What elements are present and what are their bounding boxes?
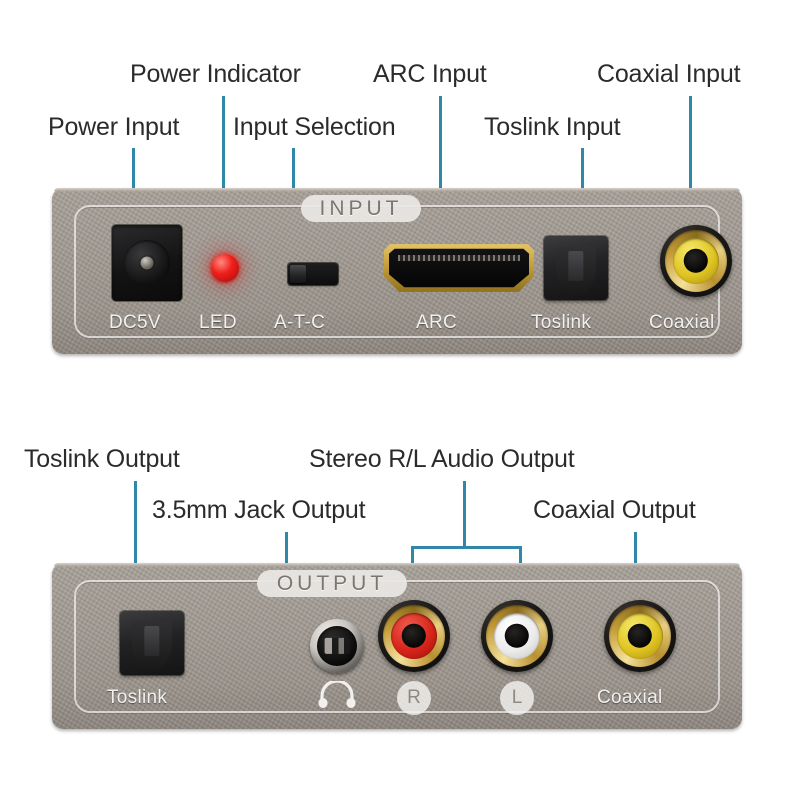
output-badge: OUTPUT: [257, 570, 407, 597]
rca-center-hole: [627, 623, 653, 649]
caption-atc: A-T-C: [274, 312, 326, 333]
leader-toslink-output: [134, 481, 137, 634]
callout-arc-input: ARC Input: [373, 60, 487, 88]
rca-center-hole: [504, 623, 530, 649]
input-panel-chassis: INPUT DC5V LED A-T-C ARC Toslink: [52, 188, 742, 360]
toslink-slot: [144, 626, 160, 656]
dc-center-pin: [140, 256, 154, 270]
caption-toslink-input: Toslink: [531, 312, 592, 333]
callout-coaxial-input: Coaxial Input: [597, 60, 741, 88]
callout-toslink-output: Toslink Output: [24, 445, 180, 473]
caption-led: LED: [199, 312, 237, 333]
rca-center-hole: [683, 248, 709, 274]
callout-35mm-jack-output: 3.5mm Jack Output: [152, 496, 366, 524]
callout-stereo-rl-output: Stereo R/L Audio Output: [309, 445, 575, 473]
callout-toslink-input: Toslink Input: [484, 113, 621, 141]
rca-right-jack[interactable]: [378, 600, 450, 672]
caption-arc: ARC: [416, 312, 458, 333]
caption-dc5v: DC5V: [109, 312, 161, 333]
caption-rca-right: R: [397, 681, 431, 715]
coaxial-output-jack[interactable]: [604, 600, 676, 672]
toslink-output-port[interactable]: [120, 611, 184, 675]
hdmi-cavity: [389, 248, 529, 288]
led-indicator: [211, 254, 239, 282]
toslink-input-port[interactable]: [544, 236, 608, 300]
output-panel-chassis: OUTPUT Toslink R: [52, 563, 742, 735]
callout-input-selection: Input Selection: [233, 113, 396, 141]
caption-rca-left: L: [500, 681, 534, 715]
leader-stereo-rl-output: [463, 481, 466, 549]
input-badge: INPUT: [301, 195, 421, 222]
input-selection-switch[interactable]: [288, 263, 338, 285]
coaxial-input-jack[interactable]: [660, 225, 732, 297]
hdmi-contacts: [398, 255, 520, 261]
headphones-icon: [317, 679, 357, 714]
callout-coaxial-output: Coaxial Output: [533, 496, 696, 524]
rca-center-hole: [401, 623, 427, 649]
callout-power-indicator: Power Indicator: [130, 60, 301, 88]
leader-coaxial-input: [689, 96, 692, 251]
jack-contact: [324, 637, 350, 655]
callout-power-input: Power Input: [48, 113, 180, 141]
dc-power-jack[interactable]: [112, 225, 182, 301]
caption-coaxial-input: Coaxial: [649, 312, 715, 333]
arc-hdmi-port[interactable]: [384, 242, 534, 294]
rca-left-jack[interactable]: [481, 600, 553, 672]
caption-coaxial-output: Coaxial: [597, 687, 663, 708]
headphone-jack[interactable]: [310, 619, 364, 673]
toslink-slot: [568, 251, 584, 281]
switch-knob[interactable]: [290, 265, 306, 283]
caption-toslink-output: Toslink: [107, 687, 168, 708]
